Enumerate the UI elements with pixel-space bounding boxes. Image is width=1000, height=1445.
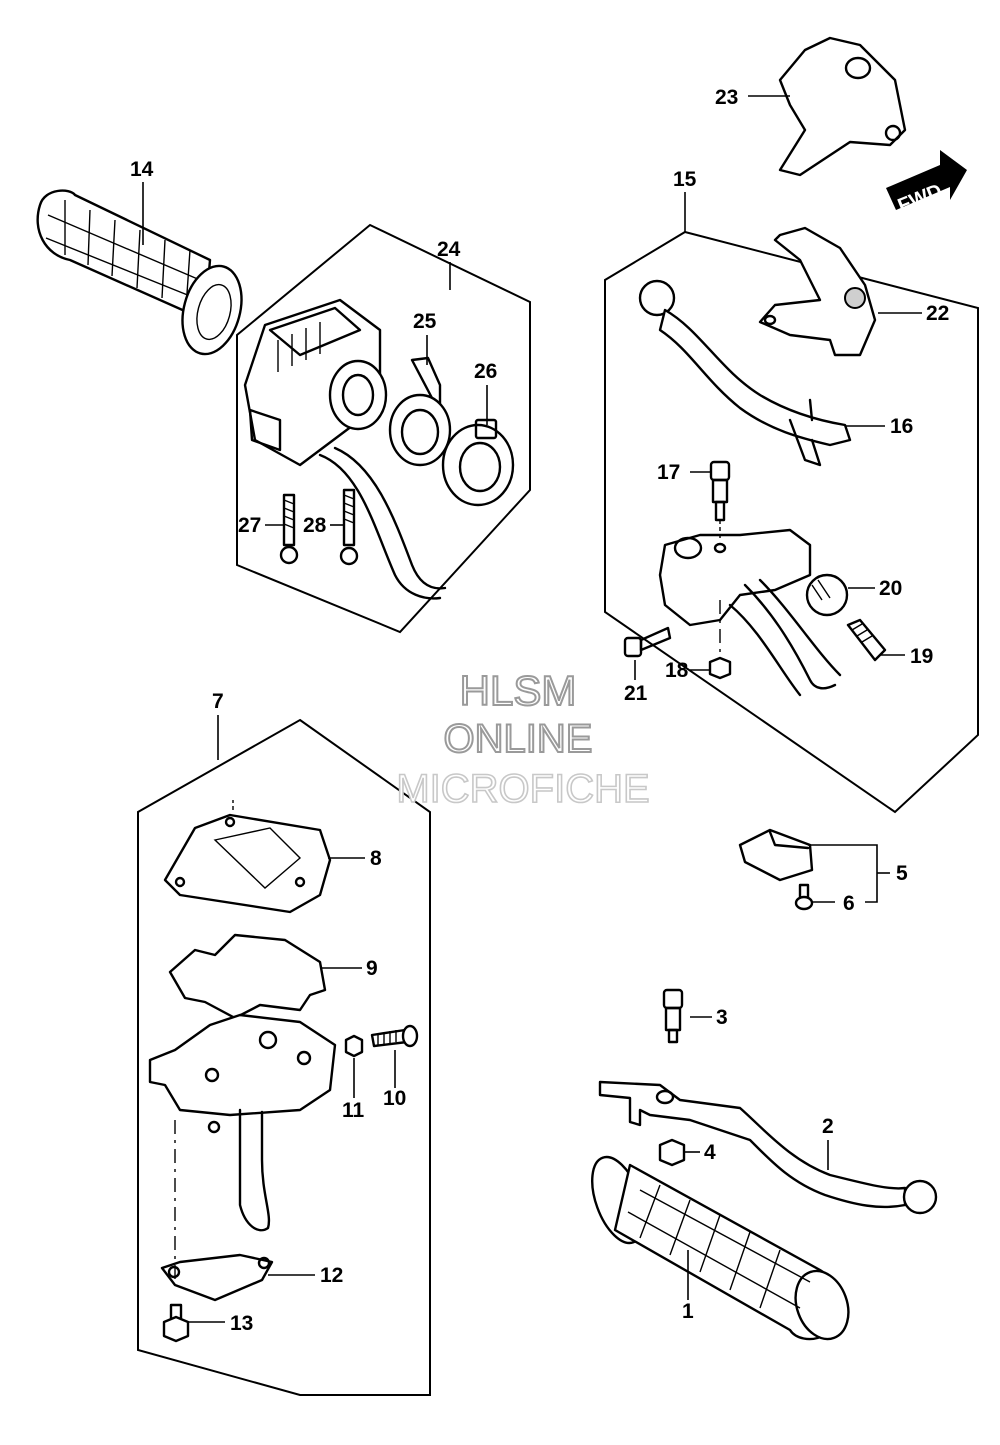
fwd-arrow-icon: FWD: [886, 150, 967, 217]
callout-6: 6: [843, 892, 855, 915]
callout-27: 27: [238, 514, 261, 537]
callout-15: 15: [673, 168, 697, 191]
part-25-clamp-icon: [388, 356, 452, 467]
callout-19: 19: [910, 645, 933, 668]
callout-21: 21: [624, 682, 648, 705]
part-11-nut-icon: [344, 1034, 364, 1058]
callout-3: 3: [716, 1006, 728, 1029]
part-19-adjuster-icon: [846, 618, 887, 662]
assembly-frame-15: [604, 230, 979, 814]
leader-lines: [142, 95, 922, 1323]
part-17-bolt-icon: [709, 460, 731, 522]
part-9-gasket-icon: [168, 933, 327, 1020]
callout-9: 9: [366, 957, 378, 980]
part-26-collar-icon: [441, 418, 515, 507]
callout-18: 18: [665, 659, 689, 682]
part-24-switch-housing-icon: [243, 298, 447, 600]
watermark-line-3: MICROFICHE: [396, 767, 649, 811]
callout-28: 28: [303, 514, 327, 537]
part-2-lever-icon: [598, 1080, 938, 1215]
callout-22: 22: [926, 302, 949, 325]
part-4-nut-icon: [658, 1138, 686, 1167]
watermark-line-1: HLSM: [460, 667, 577, 714]
callout-23: 23: [715, 86, 738, 109]
part-28-screw-icon: [339, 488, 359, 566]
part-8-cover-icon: [163, 813, 332, 914]
callout-2: 2: [822, 1115, 834, 1138]
assembly-frame-7: [137, 718, 431, 1396]
callout-16: 16: [890, 415, 913, 438]
part-14-grip-icon: [36, 189, 243, 356]
part-13-bolt-icon: [162, 1303, 190, 1343]
part-18-nut-icon: [708, 656, 732, 680]
callout-5: 5: [896, 862, 908, 885]
throttle-housing-icon: [148, 1013, 337, 1232]
part-12-cover-icon: [160, 1253, 274, 1302]
callout-20: 20: [879, 577, 902, 600]
master-body-icon: [658, 528, 842, 697]
part-20-cap-icon: [805, 573, 849, 617]
callout-8: 8: [370, 847, 382, 870]
part-5-switch-icon: [738, 828, 814, 882]
callout-11: 11: [342, 1099, 365, 1122]
callout-17: 17: [657, 461, 680, 484]
callout-7: 7: [212, 690, 224, 713]
callout-12: 12: [320, 1264, 343, 1287]
callout-26: 26: [474, 360, 497, 383]
part-27-screw-icon: [279, 493, 299, 565]
callout-10: 10: [383, 1087, 406, 1110]
watermark: HLSM ONLINE MICROFICHE: [396, 666, 651, 812]
callout-4: 4: [704, 1141, 716, 1164]
callout-13: 13: [230, 1312, 253, 1335]
part-3-pivot-bolt-icon: [662, 988, 684, 1044]
part-23-cover-icon: [778, 36, 907, 177]
part-1-grip-icon: [591, 1155, 850, 1341]
part-21-bolt-icon: [623, 626, 672, 658]
callout-24: 24: [437, 238, 461, 261]
callout-numbers: 1 2 3 4 5 6 7 8 9 10 11 12 13 14 15 16 1…: [130, 86, 949, 1335]
callout-25: 25: [413, 310, 437, 333]
part-22-bracket-icon: [758, 226, 877, 357]
callout-14: 14: [130, 158, 154, 181]
watermark-line-2: ONLINE: [444, 717, 593, 761]
assembly-lines: [174, 520, 721, 1280]
part-6-screw-icon: [794, 883, 814, 911]
part-10-screw-icon: [370, 1024, 419, 1048]
part-16-lever-icon: [638, 279, 852, 467]
callout-1: 1: [682, 1300, 694, 1323]
assembly-frame-24: [236, 223, 531, 634]
